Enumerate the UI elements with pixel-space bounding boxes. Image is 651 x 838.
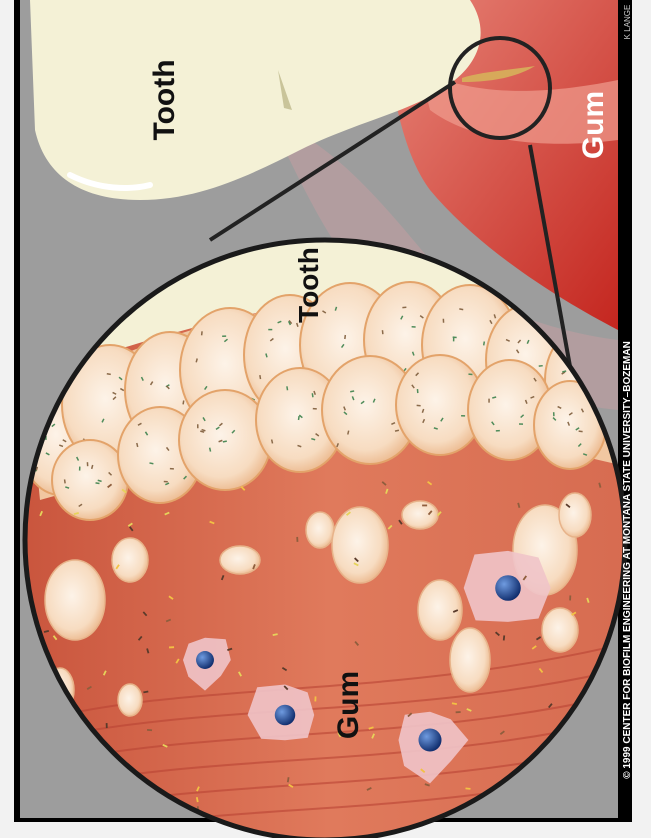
debris-particle bbox=[296, 537, 298, 542]
bacterium bbox=[468, 373, 472, 375]
bacterium bbox=[488, 399, 490, 403]
plaque-cluster bbox=[118, 684, 142, 716]
bacterium bbox=[519, 423, 523, 425]
debris-particle bbox=[106, 723, 108, 728]
bacterium bbox=[222, 335, 226, 337]
artist-credit: K LANGE bbox=[623, 5, 632, 40]
plaque-cluster bbox=[220, 546, 260, 574]
biofilm-cell bbox=[52, 440, 128, 520]
bacterium bbox=[461, 415, 465, 417]
bacterium bbox=[197, 424, 199, 428]
plaque-cluster bbox=[402, 501, 438, 529]
debris-particle bbox=[169, 646, 174, 648]
plaque-cluster bbox=[332, 507, 388, 583]
debris-particle bbox=[314, 696, 316, 701]
tooth-label-top: Tooth bbox=[148, 59, 181, 140]
gum-label-top: Gum bbox=[577, 91, 610, 159]
cell-nucleus bbox=[196, 651, 214, 669]
bacterium bbox=[79, 467, 81, 471]
cell-nucleus bbox=[275, 705, 295, 725]
debris-particle bbox=[147, 729, 152, 731]
plaque-cluster bbox=[559, 493, 591, 537]
bacterium bbox=[496, 430, 500, 432]
cell-nucleus bbox=[418, 728, 441, 751]
bacterium bbox=[443, 319, 445, 323]
plaque-cluster bbox=[450, 628, 490, 692]
debris-particle bbox=[422, 505, 427, 507]
plaque-cluster bbox=[112, 538, 148, 582]
debris-particle bbox=[569, 595, 571, 600]
bacterium bbox=[164, 481, 168, 483]
bacterium bbox=[170, 468, 174, 470]
bacterium bbox=[553, 412, 555, 416]
bacterium bbox=[268, 329, 272, 331]
plaque-cluster bbox=[306, 512, 334, 548]
tooth-label-zoom: Tooth bbox=[293, 247, 324, 323]
cell-nucleus bbox=[495, 575, 521, 601]
gum-label-zoom: Gum bbox=[332, 671, 365, 739]
bacterium bbox=[412, 326, 416, 328]
plaque-cluster bbox=[418, 580, 462, 640]
copyright-credit: © 1999 CENTER FOR BIOFILM ENGINEERING AT… bbox=[622, 341, 633, 779]
debris-particle bbox=[456, 711, 461, 713]
bacterium bbox=[87, 462, 89, 466]
plaque-cluster bbox=[45, 560, 105, 640]
